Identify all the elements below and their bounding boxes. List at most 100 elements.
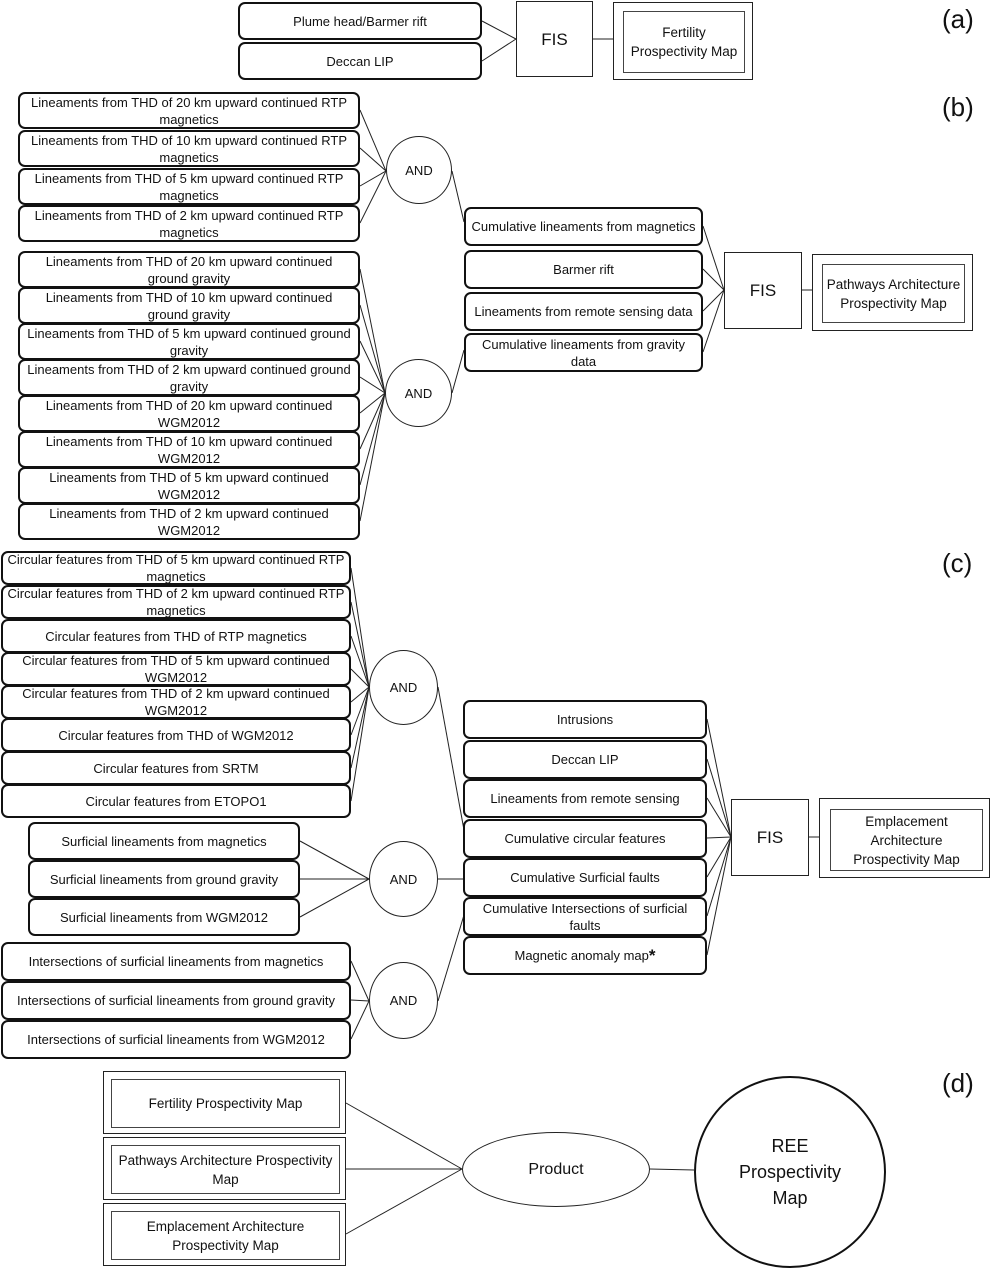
connector-line <box>359 147 387 172</box>
input-deccan-lip-label: Deccan LIP <box>326 53 394 69</box>
intermediate-emplacement: Cumulative Surficial faults <box>463 858 707 897</box>
intermediate-pathways: Barmer rift <box>464 250 703 289</box>
connector-line <box>702 225 725 291</box>
input-circular-features-label: Circular features from THD of 5 km upwar… <box>7 552 345 584</box>
input-circular-features: Circular features from SRTM <box>1 751 351 785</box>
intermediate-pathways: Lineaments from remote sensing data <box>464 292 703 331</box>
panel-label-c: (c) <box>942 548 973 578</box>
connector-line <box>359 304 386 394</box>
input-magnetics-lineament: Lineaments from THD of 10 km upward cont… <box>18 130 360 167</box>
intermediate-emplacement-label: Cumulative circular features <box>504 831 666 846</box>
connector-line <box>345 1102 463 1170</box>
connector-line <box>359 392 386 414</box>
connector-line <box>359 392 386 486</box>
input-circular-features: Circular features from THD of 2 km upwar… <box>1 685 351 719</box>
input-gravity-lineament: Lineaments from THD of 2 km upward conti… <box>18 359 360 396</box>
panel-label-a: (a) <box>942 4 974 34</box>
intermediate-pathways: Cumulative lineaments from magnetics <box>464 207 703 246</box>
intermediate-pathways-label: Lineaments from remote sensing data <box>474 304 693 319</box>
connector-line <box>649 1168 695 1171</box>
input-pathways-map: Pathways Architecture Prospectivity Map <box>103 1137 346 1200</box>
intermediate-emplacement-label: Deccan LIP <box>551 752 619 767</box>
and-node-magnetics: AND <box>386 136 452 204</box>
connector-line <box>299 840 370 880</box>
input-plume-head-barmer-rift: Plume head/Barmer rift <box>238 2 482 40</box>
connector-line <box>706 836 732 917</box>
input-emplacement-map-inner: Emplacement Architecture Prospectivity M… <box>111 1211 340 1260</box>
input-magnetics-lineament-label: Lineaments from THD of 20 km upward cont… <box>31 94 347 127</box>
output-fertility-prospectivity-map: Fertility Prospectivity Map <box>613 2 753 80</box>
input-circular-features-label: Circular features from ETOPO1 <box>85 793 267 809</box>
connector-line <box>359 170 387 224</box>
input-magnetics-lineament: Lineaments from THD of 20 km upward cont… <box>18 92 360 129</box>
input-gravity-lineament: Lineaments from THD of 5 km upward conti… <box>18 323 360 360</box>
intermediate-emplacement-label: Cumulative Surficial faults <box>510 870 660 885</box>
intermediate-pathways-label: Cumulative lineaments from gravity data <box>481 336 686 369</box>
output-ree-prospectivity-map: REE Prospectivity Map <box>694 1076 886 1268</box>
connector-line <box>350 567 370 688</box>
intermediate-emplacement: Lineaments from remote sensing <box>463 779 707 818</box>
intermediate-pathways: Cumulative lineaments from gravity data <box>464 333 703 372</box>
input-intersections-lineaments: Intersections of surficial lineaments fr… <box>1 942 351 981</box>
output-emplacement-architecture-map-inner: Emplacement Architecture Prospectivity M… <box>830 809 983 871</box>
input-magnetics-lineament: Lineaments from THD of 2 km upward conti… <box>18 205 360 242</box>
connector-line <box>350 686 370 769</box>
input-fertility-map: Fertility Prospectivity Map <box>103 1071 346 1134</box>
connector-line <box>702 268 725 291</box>
input-surficial-lineaments: Surficial lineaments from ground gravity <box>28 860 300 898</box>
connector-line <box>350 686 370 736</box>
intermediate-emplacement: Cumulative circular features <box>463 819 707 858</box>
connector-line <box>350 601 370 688</box>
connector-line <box>359 268 386 394</box>
intermediate-emplacement-label: Cumulative Intersections of surficial fa… <box>482 900 688 933</box>
fis-node-b: FIS <box>724 252 802 329</box>
input-circular-features-label: Circular features from THD of 2 km upwar… <box>22 686 330 718</box>
input-surficial-lineaments-label: Surficial lineaments from WGM2012 <box>59 909 269 925</box>
fis-node-b-label: FIS <box>749 281 777 300</box>
connector-line <box>451 349 465 394</box>
intermediate-emplacement-label: Magnetic anomaly map <box>514 948 649 963</box>
output-fertility-prospectivity-map-label: Fertility Prospectivity Map <box>630 25 738 59</box>
connector-line <box>706 797 732 838</box>
connector-line <box>359 340 386 394</box>
input-circular-features: Circular features from THD of 5 km upwar… <box>1 652 351 686</box>
input-gravity-lineament-label: Lineaments from THD of 5 km upward conti… <box>49 469 329 502</box>
input-gravity-lineament-label: Lineaments from THD of 10 km upward cont… <box>45 289 333 322</box>
connector-line <box>350 1000 370 1040</box>
and-node-surficial-label: AND <box>389 871 418 887</box>
input-magnetics-lineament: Lineaments from THD of 5 km upward conti… <box>18 168 360 205</box>
fis-node-c: FIS <box>731 799 809 876</box>
output-emplacement-architecture-map: Emplacement Architecture Prospectivity M… <box>819 798 990 878</box>
and-node-intersections-label: AND <box>389 993 418 1008</box>
intermediate-emplacement-label: Lineaments from remote sensing <box>490 791 680 806</box>
input-deccan-lip: Deccan LIP <box>238 42 482 80</box>
input-gravity-lineament: Lineaments from THD of 20 km upward cont… <box>18 395 360 432</box>
connector-line <box>481 38 517 62</box>
and-node-intersections: AND <box>369 962 438 1039</box>
input-intersections-lineaments: Intersections of surficial lineaments fr… <box>1 1020 351 1059</box>
connector-line <box>350 686 370 802</box>
input-surficial-lineaments: Surficial lineaments from magnetics <box>28 822 300 860</box>
connector-line <box>706 836 732 878</box>
fis-node-c-label: FIS <box>756 828 784 847</box>
intermediate-emplacement: Intrusions <box>463 700 707 739</box>
output-emplacement-architecture-map-label: Emplacement Architecture Prospectivity M… <box>853 813 960 867</box>
input-gravity-lineament-label: Lineaments from THD of 2 km upward conti… <box>27 361 351 394</box>
connector-line <box>706 836 732 839</box>
input-circular-features: Circular features from THD of 5 km upwar… <box>1 551 351 585</box>
input-emplacement-map-label: Emplacement Architecture Prospectivity M… <box>146 1218 305 1253</box>
input-surficial-lineaments: Surficial lineaments from WGM2012 <box>28 898 300 936</box>
intermediate-emplacement: Cumulative Intersections of surficial fa… <box>463 897 707 936</box>
intermediate-pathways-label: Barmer rift <box>553 262 614 277</box>
connector-line <box>350 668 370 688</box>
input-circular-features-label: Circular features from SRTM <box>93 760 259 776</box>
input-circular-features: Circular features from THD of RTP magnet… <box>1 619 351 653</box>
input-surficial-lineaments-label: Surficial lineaments from ground gravity <box>49 871 279 887</box>
connector-line <box>451 170 465 223</box>
input-pathways-map-inner: Pathways Architecture Prospectivity Map <box>111 1145 340 1194</box>
and-node-circular: AND <box>369 650 438 725</box>
input-intersections-lineaments: Intersections of surficial lineaments fr… <box>1 981 351 1020</box>
output-fertility-prospectivity-map-inner: Fertility Prospectivity Map <box>623 11 745 73</box>
fis-node-a-label: FIS <box>541 29 568 49</box>
